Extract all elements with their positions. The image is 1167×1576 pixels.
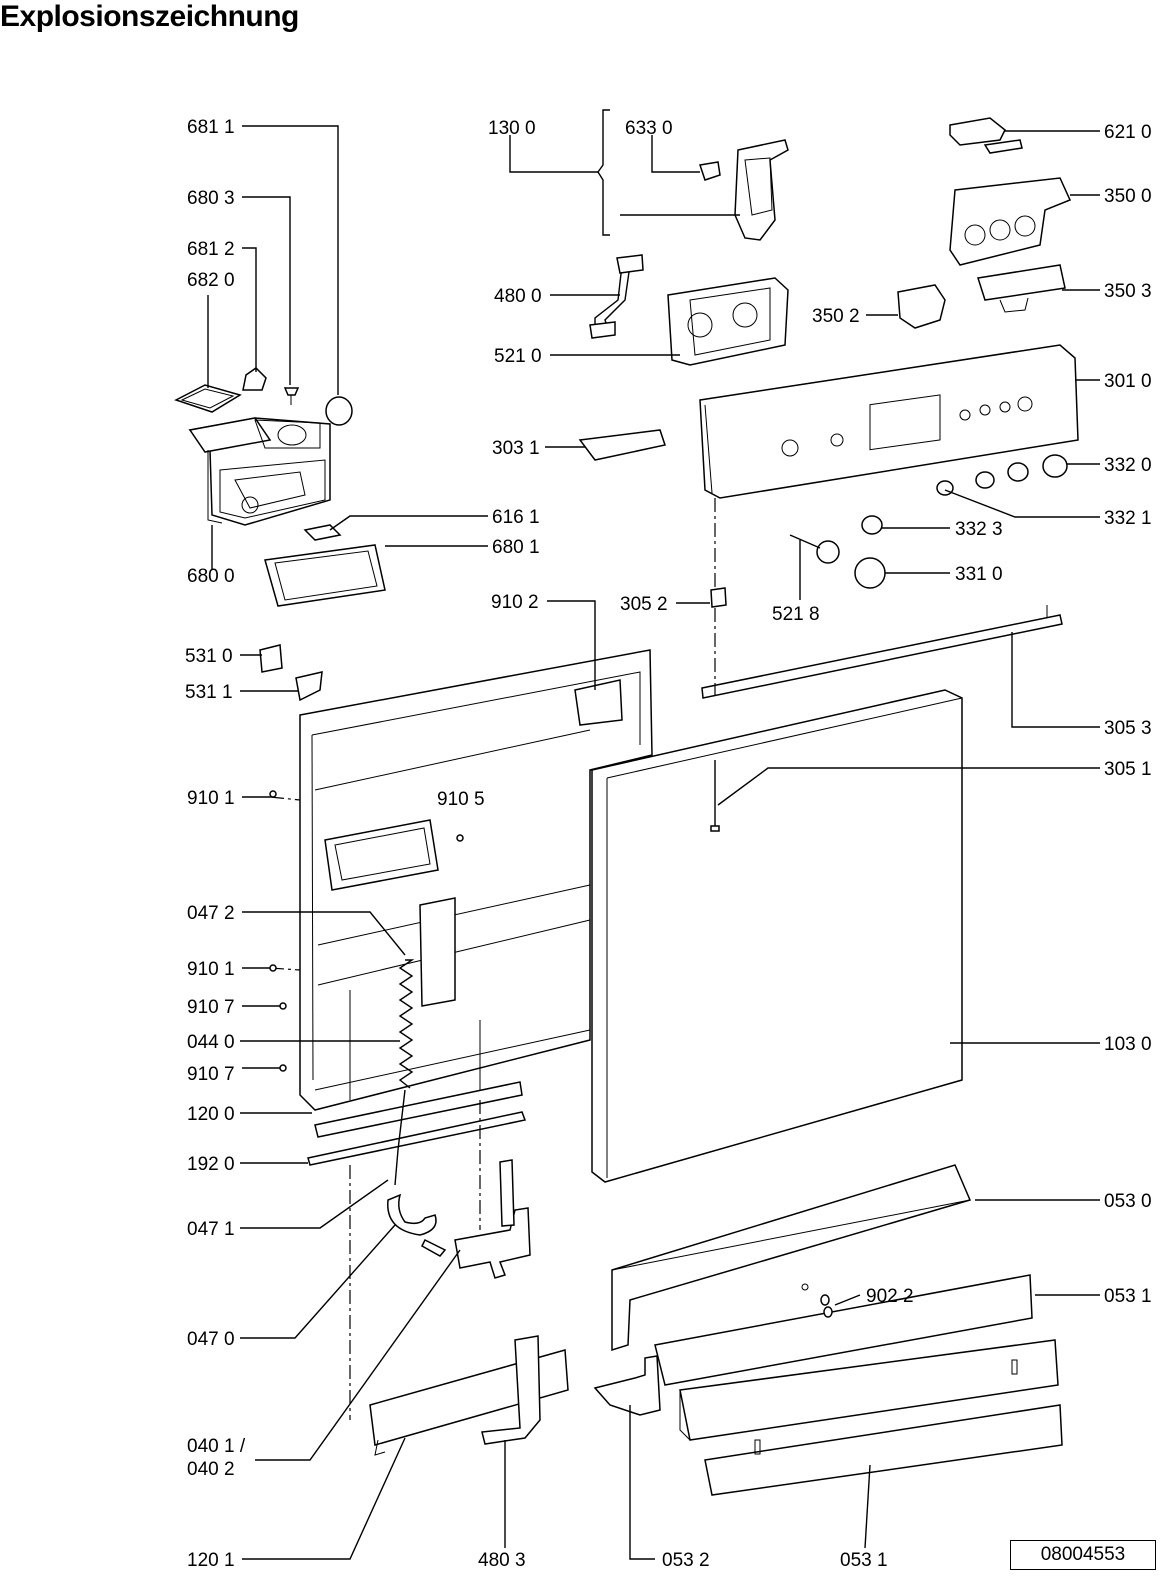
label-192-0: 192 0 <box>187 1154 235 1175</box>
label-680-3: 680 3 <box>187 188 235 209</box>
label-621-0: 621 0 <box>1104 122 1152 143</box>
label-350-3: 350 3 <box>1104 281 1152 302</box>
label-044-0: 044 0 <box>187 1032 235 1053</box>
drawing-reference-number: 08004553 <box>1010 1540 1156 1570</box>
label-301-0: 301 0 <box>1104 371 1152 392</box>
label-910-2: 910 2 <box>491 592 539 613</box>
label-531-0: 531 0 <box>185 646 233 667</box>
label-633-0: 633 0 <box>625 118 673 139</box>
label-303-1: 303 1 <box>492 438 540 459</box>
label-531-1: 531 1 <box>185 682 233 703</box>
label-902-2: 902 2 <box>866 1286 914 1307</box>
label-047-0: 047 0 <box>187 1329 235 1350</box>
control-panel <box>578 344 1079 608</box>
label-680-1: 680 1 <box>492 537 540 558</box>
label-130-0: 130 0 <box>488 118 536 139</box>
label-910-1-bottom: 910 1 <box>187 959 235 980</box>
label-332-3: 332 3 <box>955 519 1003 540</box>
dispenser-assembly <box>174 367 386 607</box>
label-053-1-right: 053 1 <box>1104 1286 1152 1307</box>
page-title: Explosionszeichnung <box>0 0 299 33</box>
label-521-0: 521 0 <box>494 346 542 367</box>
inner-door-frame <box>259 644 653 1111</box>
label-480-3: 480 3 <box>478 1550 526 1571</box>
label-053-2: 053 2 <box>662 1550 710 1571</box>
label-120-1: 120 1 <box>187 1550 235 1571</box>
label-910-1-top: 910 1 <box>187 788 235 809</box>
label-120-0: 120 0 <box>187 1104 235 1125</box>
label-053-1-bottom: 053 1 <box>840 1550 888 1571</box>
label-350-0: 350 0 <box>1104 186 1152 207</box>
label-521-8: 521 8 <box>772 604 820 625</box>
label-305-2: 305 2 <box>620 594 668 615</box>
label-332-1: 332 1 <box>1104 508 1152 529</box>
kickplate-assembly <box>611 1164 1063 1496</box>
label-682-0: 682 0 <box>187 270 235 291</box>
label-040-2: 040 2 <box>187 1459 235 1480</box>
label-040-1: 040 1 / <box>187 1436 246 1457</box>
label-350-2: 350 2 <box>812 306 860 327</box>
label-681-2: 681 2 <box>187 239 235 260</box>
label-053-0: 053 0 <box>1104 1191 1152 1212</box>
label-680-0: 680 0 <box>187 566 235 587</box>
label-332-0: 332 0 <box>1104 455 1152 476</box>
lower-hinge-assembly <box>307 959 661 1456</box>
label-305-1: 305 1 <box>1104 759 1152 780</box>
part-labels: 681 1 680 3 681 2 682 0 680 0 616 1 680 … <box>185 117 1152 1571</box>
label-047-2: 047 2 <box>187 903 235 924</box>
label-910-7-bottom: 910 7 <box>187 1064 235 1085</box>
leader-lines <box>207 125 1100 1560</box>
label-616-1: 616 1 <box>492 507 540 528</box>
electronics-assembly <box>589 117 1072 366</box>
front-door-panel <box>591 605 1063 1183</box>
label-305-3: 305 3 <box>1104 718 1152 739</box>
label-910-7-top: 910 7 <box>187 997 235 1018</box>
label-480-0: 480 0 <box>494 286 542 307</box>
label-047-1: 047 1 <box>187 1219 235 1240</box>
label-331-0: 331 0 <box>955 564 1003 585</box>
label-910-5: 910 5 <box>437 789 485 810</box>
label-103-0: 103 0 <box>1104 1034 1152 1055</box>
label-681-1: 681 1 <box>187 117 235 138</box>
